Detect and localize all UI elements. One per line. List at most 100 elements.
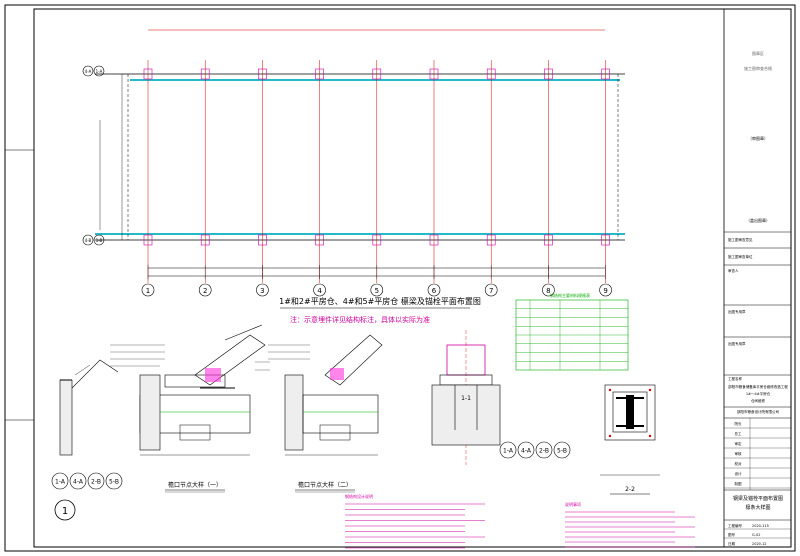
- axis-label-1A: 1-A: [96, 69, 103, 74]
- stamp-label: （审图章）: [748, 135, 768, 141]
- grid-number: 3: [260, 287, 264, 295]
- anchor-bolt: [601, 234, 610, 246]
- detail-number-circle: [54, 499, 76, 521]
- tb-row-1: 施工图审查单位: [728, 254, 753, 259]
- axis-bubble-label: 5-B: [557, 448, 567, 455]
- axis-bubble-label: 2-B: [539, 448, 549, 455]
- inner-frame: [33, 8, 792, 548]
- project-name: 邵阳市粮食储备库平房仓维修改造工程: [728, 384, 788, 389]
- anchor-bolt: [315, 234, 324, 246]
- axis-bubble: [87, 472, 105, 490]
- grid-number: 1: [146, 287, 150, 295]
- notes-left: 钢结构设计说明: [345, 493, 485, 549]
- grid-number: 8: [546, 287, 550, 295]
- anchor-bolt: [544, 234, 553, 246]
- anchor-bolt: [372, 68, 382, 80]
- material-table-title: 钢结构主要材料规格表: [550, 292, 590, 298]
- tb-row-0: 施工图审查意见: [728, 237, 753, 242]
- signoff-label: 设计: [735, 471, 743, 476]
- title-block: 图章区 施工图审查合格 （审图章） （盖出图章） 施工图审查意见 施工图审查单位…: [723, 9, 791, 548]
- detail-number: 1: [62, 506, 68, 517]
- meta-key: 工程编号: [728, 523, 742, 528]
- drawing-title: 钢梁及锚栓平面布置图: [733, 495, 783, 502]
- notes-right: 说明事项: [565, 501, 695, 548]
- section-2-2: 2-2: [600, 384, 660, 495]
- company: 邵阳市粮食设计院有限公司: [737, 409, 779, 414]
- tb-row-4: 出图专用章: [728, 309, 746, 314]
- anchor-bolt: [200, 68, 210, 80]
- signoff-label: 制图: [735, 481, 743, 486]
- anchor-bolt: [372, 234, 382, 246]
- material-table: 钢结构主要材料规格表: [515, 292, 629, 371]
- detail-1-title: 檐口节点大样（一）: [168, 481, 222, 489]
- axis-bubbles-mid: 1-A 4-A 2-B 5-B: [499, 441, 571, 459]
- grid-bubble: [256, 283, 269, 297]
- detail-2: 檐口节点大样（二）: [268, 334, 383, 493]
- axis-label-4B: 4-B: [85, 238, 92, 243]
- grid-bubble: [198, 283, 212, 297]
- grid-number: 5: [375, 287, 379, 295]
- anchor-bolt: [143, 234, 153, 246]
- axis-label-1B: 1-B: [96, 238, 103, 243]
- anchor-bolt: [258, 234, 267, 246]
- grid-bubble: [599, 283, 612, 297]
- anchor-bolt: [143, 68, 153, 80]
- plan-title: 1#和2#平房仓、4#和5#平房仓 檩梁及锚栓平面布置图: [279, 296, 481, 306]
- axis-bubble: [499, 441, 517, 459]
- axis-bubble-label: 4-A: [73, 479, 84, 486]
- axis-bubble-label: 5-B: [109, 479, 119, 486]
- grid-bubble: [141, 283, 155, 297]
- grid-number: 9: [603, 287, 607, 295]
- outer-border: [4, 4, 796, 552]
- grid-number: 4: [317, 287, 322, 295]
- grid-bubble: [313, 283, 326, 297]
- axis-bubble-label: 1-A: [503, 448, 514, 455]
- grid-bubble: [370, 283, 384, 297]
- signoff-label: 院长: [735, 421, 743, 426]
- grid-bubble: [427, 283, 441, 297]
- axis-bubble: [553, 441, 571, 459]
- meta-value: G-02: [752, 533, 760, 537]
- tb-row-2: 审查人: [728, 268, 739, 273]
- grid-number: 2: [203, 287, 207, 295]
- anchor-bolt: [315, 68, 324, 80]
- meta-value: 2020.12: [752, 542, 766, 546]
- stage: 仓间维修: [751, 398, 765, 403]
- axis-bubble: [535, 441, 553, 459]
- plan-note: 注：示意埋件详见结构标注，具体以实际为准: [290, 315, 430, 324]
- axis-labels-top: 4-A 1-A 4-B 1-B: [82, 65, 105, 246]
- meta-key: 图号: [728, 532, 736, 537]
- axis-bubble: [51, 472, 69, 490]
- subproject: 1#～4#平房仓: [746, 391, 771, 396]
- drawing-subtitle: 檩条大样图: [745, 504, 770, 511]
- anchor-bolt: [601, 68, 610, 80]
- signoff-label: 审定: [735, 441, 743, 446]
- grid-bubble: [542, 283, 555, 297]
- anchor-bolt: [486, 68, 496, 80]
- signoff-label: 校对: [735, 461, 743, 466]
- notes-left-title: 钢结构设计说明: [345, 493, 373, 499]
- axis-bubble-label: 2-B: [91, 479, 101, 486]
- section-2-2-label: 2-2: [625, 486, 635, 493]
- meta-value: 2020-115: [752, 524, 769, 528]
- notes-right-title: 说明事项: [565, 501, 581, 507]
- title-top-label2: 施工图审查合格: [744, 65, 772, 71]
- axis-bubble: [105, 472, 123, 490]
- anchor-bolt: [544, 68, 553, 80]
- axis-bubble-label: 1-A: [55, 479, 66, 486]
- detail-1: 檐口节点大样（一）: [59, 324, 270, 493]
- axis-bubble: [69, 472, 87, 490]
- anchor-bolt: [200, 234, 210, 246]
- axis-bubble: [517, 441, 535, 459]
- axis-bubble-label: 4-A: [521, 448, 532, 455]
- anchor-bolt: [429, 234, 439, 246]
- grid-number: 7: [489, 287, 493, 295]
- project-name-label: 工程名称: [728, 376, 742, 381]
- meta-key: 日期: [728, 541, 736, 546]
- detail-2-title: 檐口节点大样（二）: [298, 481, 352, 489]
- anchor-bolt: [258, 68, 267, 80]
- section-1-1-label: 1-1: [461, 395, 471, 402]
- title-top-label: 图章区: [752, 50, 764, 56]
- project-block-label: （盖出图章）: [746, 217, 770, 223]
